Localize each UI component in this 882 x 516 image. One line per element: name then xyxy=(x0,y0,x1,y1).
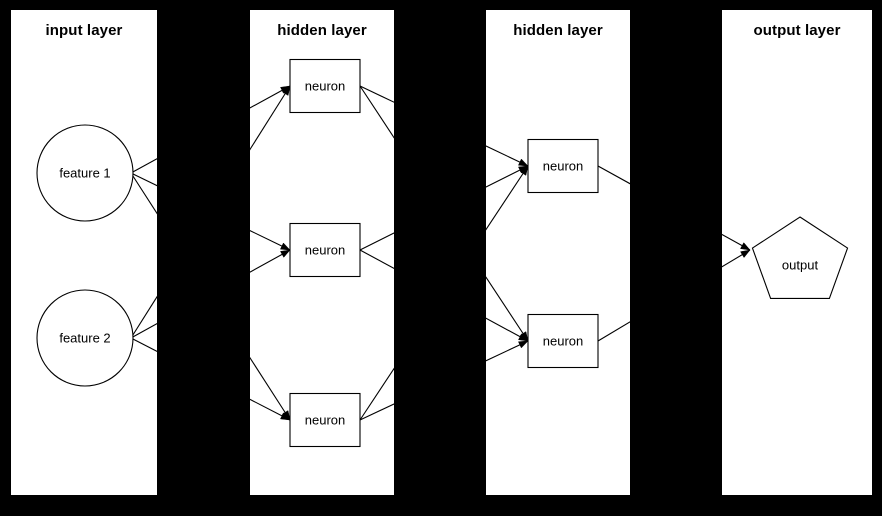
hidden1-node-label-neuron-2: neuron xyxy=(305,242,345,257)
input-node-feature-1[interactable] xyxy=(36,124,134,222)
arrowhead-icon-hidden2-1 xyxy=(518,340,529,349)
edge-hidden1-1-hidden2-0 xyxy=(359,232,394,251)
edge-hidden1-1-hidden2-1 xyxy=(486,317,529,342)
hidden2-node-neuron-2[interactable] xyxy=(527,313,599,369)
edge-input-0-hidden1-0 xyxy=(250,85,291,109)
arrowhead-icon-hidden2-0 xyxy=(518,158,529,167)
edge-input-0-hidden1-2 xyxy=(130,172,157,215)
edge-hidden1-0-hidden2-0 xyxy=(486,145,529,167)
edge-hidden1-0-hidden2-1 xyxy=(359,85,394,139)
output-node-pentagon[interactable] xyxy=(751,216,849,299)
output-node-label: output xyxy=(782,257,819,272)
hidden1-node-neuron-3[interactable] xyxy=(289,392,361,448)
panel-output-layer: output layer output xyxy=(722,10,872,495)
panel-input-layer: input layer feature 1 feature 2 xyxy=(11,10,157,495)
hidden-layer-1-graphics: neuron neuron neuron xyxy=(250,58,394,448)
panel-title-output-layer: output layer xyxy=(753,22,841,39)
edge-input-1-hidden1-1 xyxy=(130,322,157,339)
edge-hidden2-1-output xyxy=(722,249,751,268)
edge-input-0-hidden1-2 xyxy=(250,356,291,421)
panel-title-hidden-layer-2: hidden layer xyxy=(513,22,603,39)
edge-input-0-hidden1-0 xyxy=(130,158,157,174)
edge-input-0-hidden1-1 xyxy=(130,172,157,187)
arrowhead-icon-output xyxy=(740,242,751,251)
edge-input-1-hidden1-2 xyxy=(130,337,157,353)
edge-hidden1-2-hidden2-0 xyxy=(486,165,529,231)
panel-title-input-layer: input layer xyxy=(45,22,123,39)
edge-hidden2-0-output xyxy=(597,165,630,185)
edge-hidden1-0-hidden2-0 xyxy=(359,85,394,103)
arrowhead-icon-hidden1-1 xyxy=(280,242,291,251)
hidden1-node-neuron-2[interactable] xyxy=(289,222,361,278)
edge-hidden1-2-hidden2-1 xyxy=(486,340,529,362)
hidden2-node-label-neuron-1: neuron xyxy=(543,158,583,173)
arrowhead-icon-hidden1-1 xyxy=(280,249,291,258)
hidden-layer-2-graphics: neuron neuron xyxy=(486,138,630,369)
edge-hidden1-2-hidden2-0 xyxy=(359,367,394,421)
edge-input-1-hidden1-0 xyxy=(250,85,291,151)
output-layer-graphics: output xyxy=(722,216,849,299)
hidden2-node-neuron-1[interactable] xyxy=(527,138,599,194)
panel-hidden-layer-1: hidden layer neuron neuron neuron xyxy=(250,10,394,495)
input-node-label-feature-1: feature 1 xyxy=(59,165,110,180)
edge-input-1-hidden1-2 xyxy=(250,398,291,421)
hidden1-node-label-neuron-3: neuron xyxy=(305,412,345,427)
edge-input-0-hidden1-1 xyxy=(250,230,291,251)
hidden1-node-label-neuron-1: neuron xyxy=(305,78,345,93)
panel-hidden-layer-2: hidden layer neuron neuron xyxy=(486,10,630,495)
edge-hidden1-1-hidden2-1 xyxy=(359,249,394,270)
arrowhead-icon-hidden2-0 xyxy=(519,165,529,176)
edge-input-1-hidden1-1 xyxy=(250,249,291,273)
arrowhead-icon-hidden1-2 xyxy=(280,412,291,421)
edge-hidden2-0-output xyxy=(722,233,751,251)
input-layer-graphics: feature 1 feature 2 xyxy=(36,124,157,387)
edge-input-1-hidden1-0 xyxy=(130,295,157,339)
input-node-label-feature-2: feature 2 xyxy=(59,330,110,345)
hidden1-node-neuron-1[interactable] xyxy=(289,58,361,114)
edge-hidden1-1-hidden2-0 xyxy=(486,165,529,188)
panel-title-hidden-layer-1: hidden layer xyxy=(277,22,367,39)
edge-hidden1-0-hidden2-1 xyxy=(486,276,529,342)
arrowhead-icon-hidden1-0 xyxy=(281,85,291,96)
edge-hidden2-1-output xyxy=(597,321,630,342)
edge-hidden1-2-hidden2-1 xyxy=(359,403,394,421)
input-node-feature-2[interactable] xyxy=(36,289,134,387)
arrowhead-icon-hidden2-1 xyxy=(518,333,529,342)
arrowhead-icon-output xyxy=(740,249,751,258)
hidden2-node-label-neuron-2: neuron xyxy=(543,333,583,348)
